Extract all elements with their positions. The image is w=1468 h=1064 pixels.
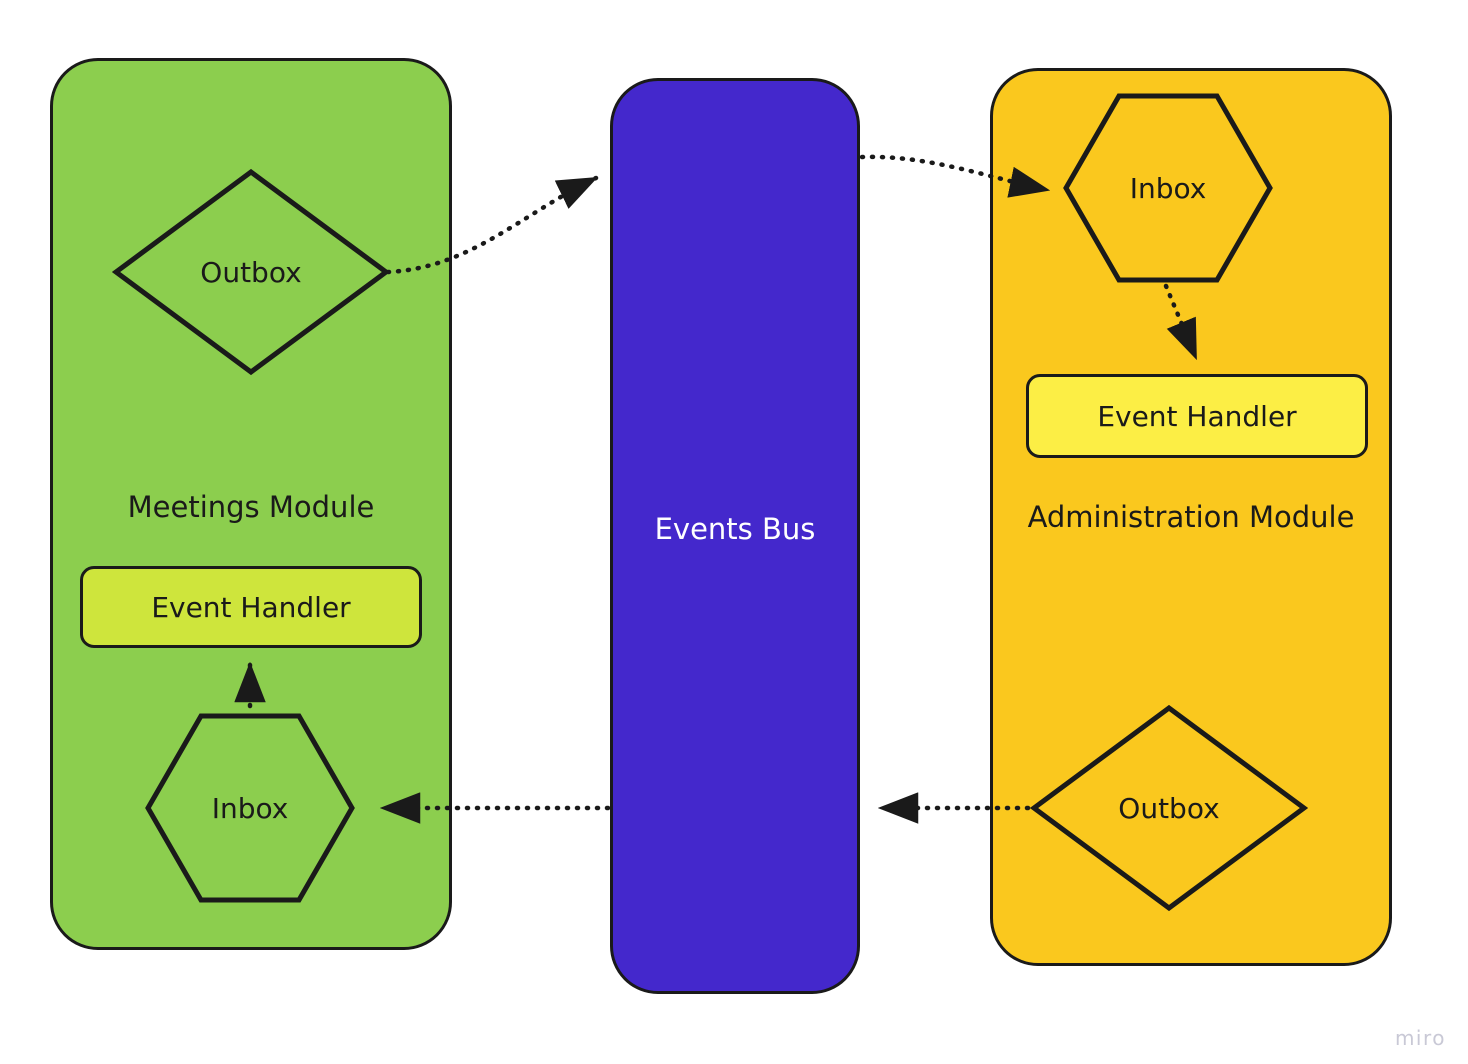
administration-event-handler[interactable]: Event Handler (1026, 374, 1368, 458)
hexagon-icon (1063, 93, 1273, 283)
diamond-icon (1029, 704, 1309, 912)
events-bus-container[interactable] (610, 78, 860, 994)
administration-outbox-shape[interactable] (1029, 704, 1309, 912)
events-bus-title: Events Bus (654, 512, 816, 546)
administration-inbox-shape[interactable] (1062, 92, 1274, 284)
miro-watermark: miro (1394, 1026, 1446, 1050)
meetings-inbox-shape[interactable] (144, 712, 356, 904)
diamond-icon (111, 168, 391, 376)
meetings-event-handler[interactable]: Event Handler (80, 566, 422, 648)
hexagon-icon (145, 713, 355, 903)
meetings-module-title: Meetings Module (127, 490, 375, 524)
administration-module-title: Administration Module (1027, 500, 1355, 534)
meetings-outbox-shape[interactable] (111, 168, 391, 376)
